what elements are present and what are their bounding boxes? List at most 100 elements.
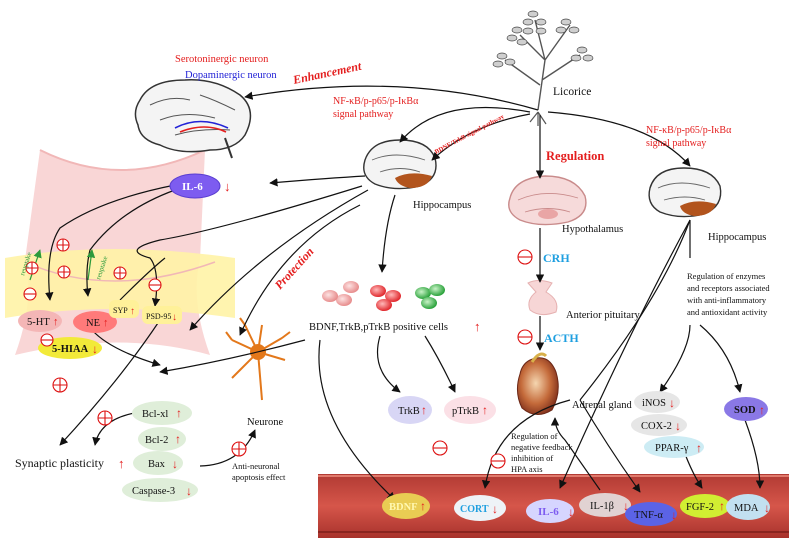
ht5-arrow: ↑: [53, 316, 59, 328]
cox2-arrow: ↓: [675, 419, 681, 433]
hpa-label-line2: negative feedback: [511, 442, 573, 452]
nfkb-right-label-line1: NF-κB/p-p65/p-IκBα: [646, 125, 732, 136]
synaptic-plasticity-arrow: ↑: [118, 456, 125, 471]
positive-cells-cluster: [322, 281, 445, 311]
psd95-arrow: ↓: [172, 312, 177, 323]
plus-sign: [113, 266, 127, 280]
vessel-bdnf-label: BDNF: [389, 502, 418, 513]
vessel-il6-arrow: ↓: [568, 505, 574, 519]
enzymes-label-line1: Regulation of enzymes: [687, 271, 765, 281]
ht5-label: 5-HT: [27, 317, 50, 328]
hippocampus-right-label: Hippocampus: [708, 232, 766, 243]
caspase3-label: Caspase-3: [132, 486, 175, 497]
il6-top-label: IL-6: [182, 181, 203, 193]
vessel-il6-label: IL-6: [538, 506, 559, 518]
syp-arrow: ↑: [130, 306, 135, 317]
ppar-arrow: ↑: [696, 441, 702, 455]
plus-sign: [56, 238, 70, 252]
il6-top-arrow: ↓: [224, 179, 231, 194]
bcl2-label: Bcl-2: [145, 435, 168, 446]
plus-sign: [57, 265, 71, 279]
ppar-label: PPAR-γ: [655, 443, 689, 454]
regulation-label: Regulation: [546, 149, 604, 163]
vessel-il1b-label: IL-1β: [590, 501, 614, 512]
dopaminergic-label: Dopaminergic neuron: [185, 70, 277, 81]
crh-label: CRH: [543, 251, 570, 265]
vessel-il1b-arrow: ↓: [623, 499, 629, 513]
hippocampus-left-label: Hippocampus: [413, 200, 471, 211]
plus-sign: [25, 261, 39, 275]
protection-label: Protection: [272, 244, 317, 292]
bdnf-cells-arrow: ↑: [474, 319, 481, 334]
sod-label: SOD: [734, 405, 756, 416]
bclxl-label: Bcl-xl: [142, 409, 168, 420]
bdnf-trkb-pathway-label: BDNF/TrkB signal pathway: [434, 113, 506, 156]
ne-arrow: ↑: [103, 317, 109, 329]
brain-icon: [134, 79, 252, 159]
vessel-tnfa-label: TNF-α: [634, 510, 663, 521]
regulation-signs: [23, 238, 533, 469]
hippocampus-brain-icon-right: [648, 167, 722, 218]
synapse-bubbles: [18, 173, 221, 359]
enzyme-bubbles: [631, 391, 768, 458]
neuron-icon: [225, 317, 291, 401]
hpa-label-line4: HPA axis: [511, 464, 543, 474]
bax-arrow: ↓: [172, 457, 178, 471]
plus-sign: [52, 377, 68, 393]
caspase3-arrow: ↓: [186, 484, 192, 498]
inos-label: iNOS: [642, 398, 666, 409]
apoptosis-bubbles: [122, 401, 198, 502]
bax-label: Bax: [148, 459, 166, 470]
anterior-pituitary-label: Anterior pituitary: [566, 310, 641, 321]
anti-neuronal-label-line2: apoptosis effect: [232, 472, 286, 482]
minus-sign: [148, 278, 162, 292]
licorice-label: Licorice: [553, 86, 591, 98]
vessel-fgf2-label: FGF-2: [686, 502, 714, 513]
neurone-label: Neurone: [247, 417, 283, 428]
ptrkb-arrow: ↑: [482, 403, 488, 417]
cox2-label: COX-2: [641, 421, 672, 432]
vessel-bubbles: [382, 493, 770, 526]
minus-sign: [40, 333, 54, 347]
enzymes-label-line4: and antioxidant activity: [687, 307, 768, 317]
minus-sign: [432, 440, 448, 456]
vessel-tnfa-arrow: ↓: [671, 508, 677, 522]
acth-label: ACTH: [544, 331, 579, 345]
vessel-cort-label: CORT: [460, 504, 489, 515]
sod-arrow: ↑: [759, 403, 765, 417]
nfkb-left-label-line2: signal pathway: [333, 109, 393, 120]
trkb-label: TrkB: [398, 406, 420, 417]
trkb-bubbles: [388, 396, 496, 424]
ptrkb-label: pTrkB: [452, 406, 479, 417]
hiaa-arrow: ↓: [92, 342, 98, 356]
vessel-bdnf-arrow: ↑: [420, 499, 426, 513]
bclxl-arrow: ↑: [176, 406, 182, 420]
vessel-fgf2-arrow: ↑: [719, 499, 725, 513]
adrenal-gland-icon: [516, 352, 559, 415]
nfkb-right-label-line2: signal pathway: [646, 138, 706, 149]
vessel-mda-arrow: ↓: [764, 501, 770, 515]
syp-label: SYP: [113, 306, 128, 315]
hypothalamus-label: Hypothalamus: [562, 224, 623, 235]
minus-sign: [490, 453, 506, 469]
vessel-cort-arrow: ↓: [492, 502, 498, 516]
plus-sign: [231, 441, 247, 457]
hippocampus-brain-icon-left: [363, 139, 437, 190]
synaptic-plasticity-label: Synaptic plasticity: [15, 456, 104, 470]
hpa-label-line1: Regulation of: [511, 431, 558, 441]
arrows: [29, 85, 765, 501]
ne-label: NE: [86, 318, 100, 329]
anti-neuronal-label-line1: Anti-neuronal: [232, 461, 280, 471]
minus-sign: [517, 329, 533, 345]
bdnf-cells-label: BDNF,TrkB,pTrkB positive cells: [309, 322, 448, 333]
plus-sign: [97, 410, 113, 426]
vessel-mda-label: MDA: [734, 503, 759, 514]
licorice-plant-icon: [492, 10, 594, 126]
minus-sign: [517, 249, 533, 265]
trkb-arrow: ↑: [421, 403, 427, 417]
serotoninergic-label: Serotoninergic neuron: [175, 54, 269, 65]
anterior-pituitary-icon: [527, 280, 558, 316]
enzymes-label-line2: and receptors associated: [687, 283, 770, 293]
hypothalamus-brain-icon: [508, 175, 587, 226]
